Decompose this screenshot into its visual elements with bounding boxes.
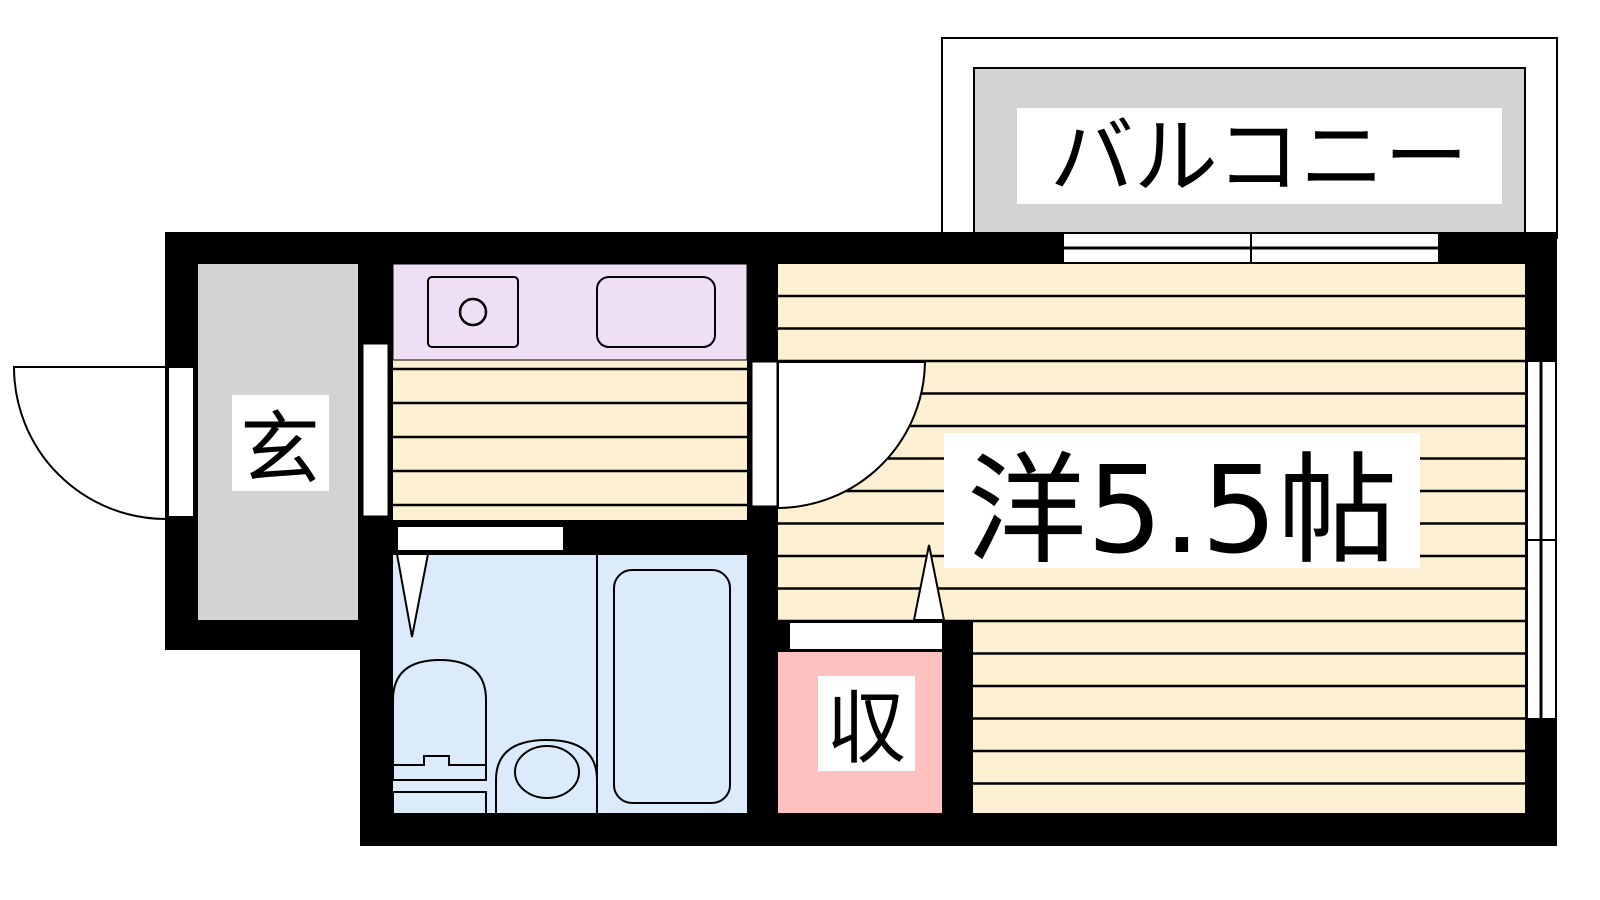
room-door[interactable]: [751, 361, 927, 510]
balcony-label: バルコニー: [1050, 108, 1468, 206]
washbasin-icon: [495, 738, 598, 813]
stove-icon: [427, 276, 519, 348]
balcony-window: [1064, 234, 1438, 262]
burner-icon: [458, 297, 488, 327]
front-door[interactable]: [12, 366, 195, 521]
bathroom-door[interactable]: [395, 527, 563, 638]
western-room-label: 洋5.5帖: [967, 442, 1398, 581]
storage-label: 収: [826, 682, 906, 775]
kitchen-counter: [392, 263, 748, 361]
side-window: [1526, 362, 1555, 718]
entrance-label: 玄: [240, 403, 320, 496]
toilet-icon: [392, 658, 487, 780]
storage-door[interactable]: [790, 544, 946, 649]
balcony: バルコニー: [941, 37, 1558, 239]
kitchen-opening: [362, 343, 389, 517]
bathroom-floor: [393, 555, 747, 813]
bathtub-icon: [613, 569, 731, 804]
sink-icon: [596, 276, 716, 348]
